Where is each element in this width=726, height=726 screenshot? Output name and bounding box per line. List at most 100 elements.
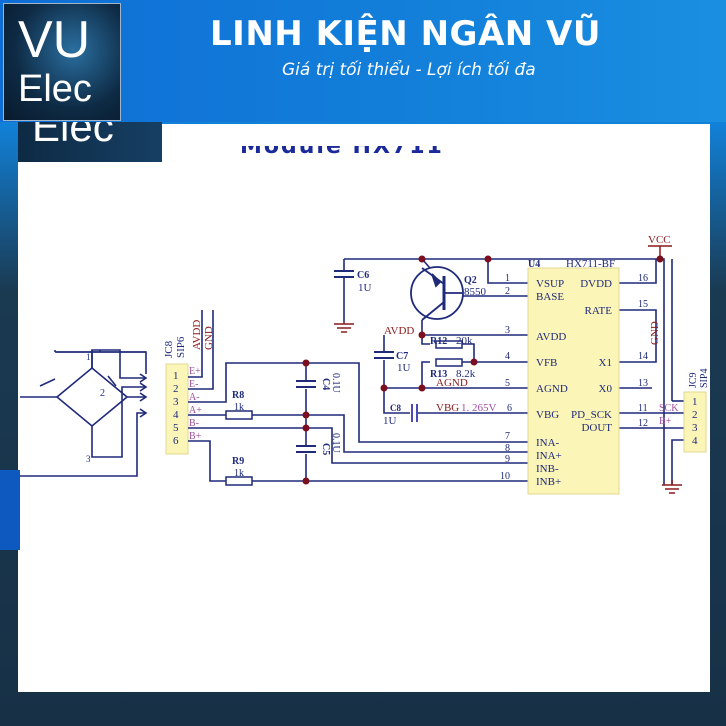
u4-pin-num-14: 14 [638,351,648,362]
jc8-pin-6: 6 [173,435,179,447]
cropped-title-text: Module HX711 [240,146,444,156]
u4-pin-rate: RATE [585,305,613,317]
jc8-signal-b-plus: B+ [189,431,202,442]
vbg-voltage: 1. 265V [461,402,497,414]
u4-pin-pd-sck: PD_SCK [571,409,612,421]
u4-pin-base: BASE [536,291,564,303]
r13-name: R13 [430,369,447,380]
c5-name: C5 [320,443,331,455]
banner-header [0,0,726,122]
u4-pin-num-5: 5 [505,378,510,389]
c7-value: 1U [397,362,411,374]
upper-wires [343,258,684,485]
u4-pin-x0: X0 [599,383,613,395]
u4-pin-inb-minus: INB- [536,463,559,475]
r9-name: R9 [232,456,244,467]
jc9-pin-1: 1 [692,396,698,408]
jc8-name: JC8 [163,340,175,358]
logo-text-elec: Elec [18,68,92,110]
junction-dot [418,331,426,339]
jc8-pin-4: 4 [173,409,179,421]
u4-pin-num-8: 8 [505,443,510,454]
decorative-stripe [0,470,20,550]
u4-pin-num-9: 9 [505,454,510,465]
jc8-signal-a-minus: A- [189,392,200,403]
u4-right-pin-numbers: 16 15 14 13 11 12 [638,273,648,429]
junction-dot [302,359,310,367]
c4-value: 0.1U [330,373,341,394]
jc9-name: JC9 [688,372,699,388]
r12-resistor [435,340,463,349]
c8-value: 1U [383,415,397,427]
jc8-wires [188,310,528,482]
logo-echo: Elec [18,122,162,162]
jc8-pin-5: 5 [173,422,179,434]
r9-resistor [225,476,253,486]
wires [54,350,147,374]
c6-name: C6 [357,270,369,281]
u4-chip-body [527,267,620,495]
u4-pin-num-3: 3 [505,325,510,336]
jc8-type: SIP6 [175,336,187,358]
jc8-signal-e-minus: E- [189,379,198,390]
u4-left-pin-names: VSUP BASE AVDD VFB AGND VBG INA- INA+ IN… [536,278,568,488]
u4-pin-num-10: 10 [500,471,510,482]
u4-pin-ina-minus: INA- [536,437,560,449]
u4-pin-num-6: 6 [507,403,512,414]
r13-value: 8.2k [456,368,476,380]
u4-right-pin-names: DVDD RATE X1 X0 PD_SCK DOUT [571,278,612,434]
u4-pin-num-4: 4 [505,351,510,362]
net-avdd: AVDD [384,325,414,337]
net-agnd: AGND [436,377,468,389]
c4-name: C4 [320,378,331,390]
load-cell-bridge [20,349,148,477]
junction-dot [484,255,492,263]
jc9-pin-2: 2 [692,409,698,421]
r13-resistor [435,358,463,367]
u4-pin-vfb: VFB [536,357,557,369]
jc9-signal-sck: SCK [659,403,679,414]
jc8-signal-b-minus: B- [189,418,199,429]
r12-name: R12 [430,336,447,347]
u4-pin-x1: X1 [599,357,612,369]
c5-capacitor [296,445,316,453]
jc8-pin-2: 2 [173,383,179,395]
jc8-pin-3: 3 [173,396,179,408]
u4-pin-num-1: 1 [505,273,510,284]
q2-value: 8550 [464,286,487,298]
c6-capacitor [334,270,354,278]
c4-capacitor [296,380,316,388]
logo-text-vu: VU [18,11,91,69]
brand-slogan: Giá trị tối thiểu - Lợi ích tối đa [282,60,536,80]
bridge-pin-1: 1 [86,352,91,362]
junction-dot [380,384,388,392]
u4-pin-num-12: 12 [638,418,648,429]
ground-symbol-jc9 [662,480,682,494]
c8-name: C8 [390,403,401,413]
u4-name: U4 [528,259,540,270]
u4-part: HX711-BF [566,258,615,270]
r8-name: R8 [232,390,244,401]
junction-dot [302,477,310,485]
r9-value: 1k [234,468,244,479]
r8-value: 1k [234,402,244,413]
u4-pin-agnd: AGND [536,383,568,395]
r12-value: 20k [456,335,473,347]
c8-capacitor [411,404,418,422]
c6-value: 1U [358,282,372,294]
u4-pin-num-7: 7 [505,431,510,442]
jc8-pin-numbers: 1 2 3 4 5 6 [173,370,179,447]
net-gnd-rate: GND [649,321,661,345]
jc9-signal-b-plus: B+ [659,416,672,427]
junction-dot [470,358,478,366]
jc9-type: SIP4 [699,369,710,388]
c5-value: 0.1U [330,433,341,454]
junction-dot [302,411,310,419]
r8-resistor [225,410,253,420]
logo-echo-text: Elec [32,122,114,150]
u4-pin-avdd: AVDD [536,331,566,343]
cropped-title: Module HX711 [240,146,490,156]
jc8-signal-labels: E+ E- A- A+ B- B+ [189,366,202,442]
junction-dot [656,255,664,263]
